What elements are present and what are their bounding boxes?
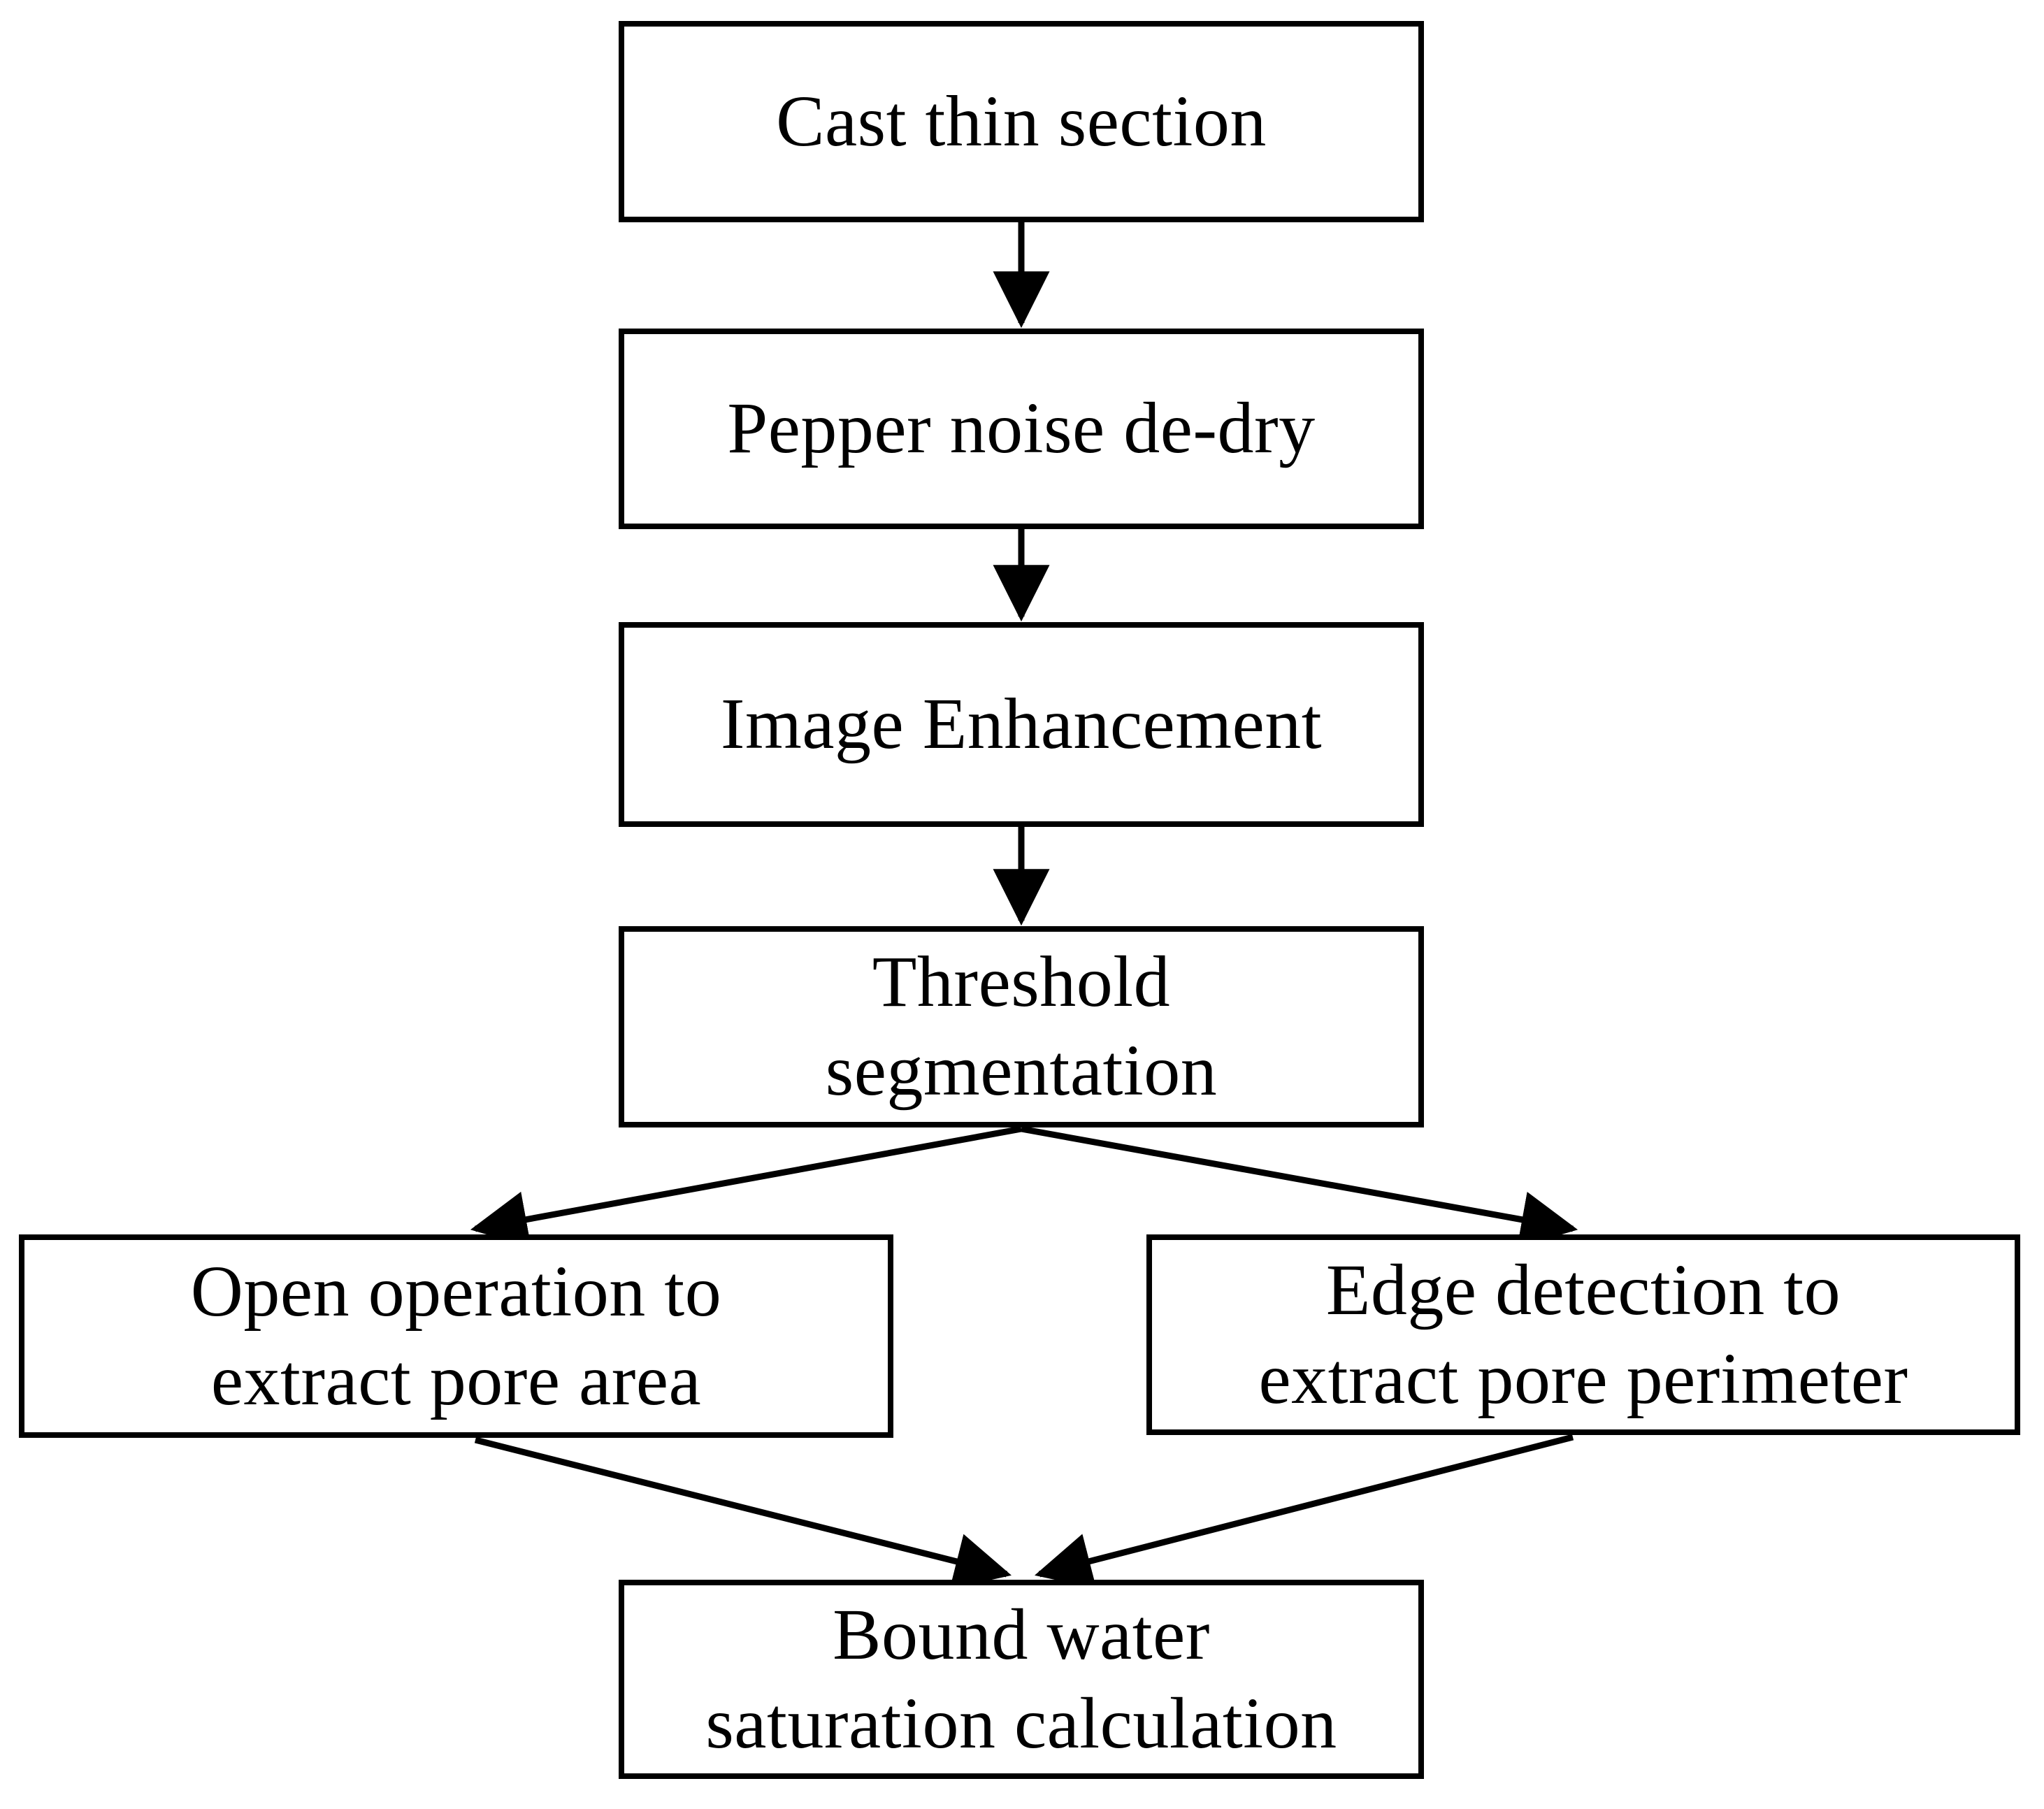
node-cast-thin-section[interactable]: Cast thin section — [619, 21, 1424, 222]
node-label-cast-thin-section: Cast thin section — [776, 80, 1267, 161]
edge-edge-detection-to-bound-water — [1035, 1434, 1574, 1589]
node-label-edge-detection-extract-pore-perimeter: Edge detection to extract pore perimeter — [1258, 1249, 1908, 1419]
node-threshold-segmentation[interactable]: Threshold segmentation — [619, 926, 1424, 1127]
node-image-enhancement[interactable]: Image Enhancement — [619, 622, 1424, 827]
node-label-image-enhancement: Image Enhancement — [720, 684, 1323, 765]
node-open-operation-extract-pore-area[interactable]: Open operation to extract pore area — [19, 1234, 893, 1438]
edge-threshold-to-open-operation — [470, 1125, 1022, 1248]
edge-open-operation-to-bound-water — [474, 1436, 1012, 1590]
node-bound-water-saturation-calculation[interactable]: Bound water saturation calculation — [619, 1580, 1424, 1779]
node-pepper-noise-de-dry[interactable]: Pepper noise de-dry — [619, 329, 1424, 529]
node-label-pepper-noise-de-dry: Pepper noise de-dry — [727, 388, 1316, 469]
node-label-bound-water-saturation-calculation: Bound water saturation calculation — [705, 1594, 1337, 1764]
node-label-threshold-segmentation: Threshold segmentation — [825, 942, 1218, 1111]
node-label-open-operation-extract-pore-area: Open operation to extract pore area — [190, 1251, 722, 1420]
edge-threshold-to-edge-detection — [1021, 1125, 1578, 1248]
node-edge-detection-extract-pore-perimeter[interactable]: Edge detection to extract pore perimeter — [1146, 1234, 2020, 1435]
